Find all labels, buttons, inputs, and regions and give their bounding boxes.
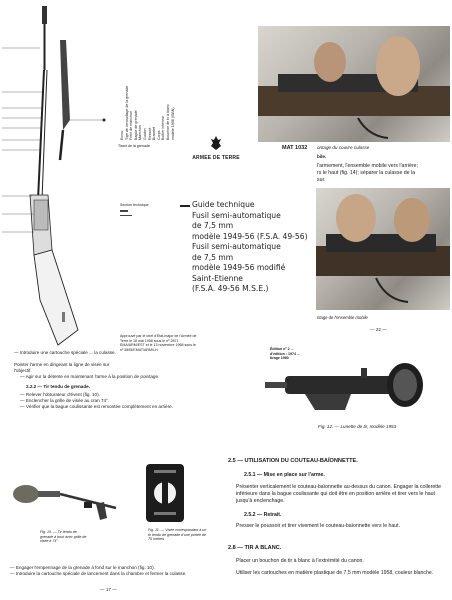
photo-couvre-culasse — [258, 26, 450, 142]
fig12-caption: Fig. 12. — Lunette de tir, modèle 1953 — [318, 424, 397, 429]
section-252-heading: 2.5.2 — Retrait. — [244, 512, 282, 518]
para-251: Présenter verticalement le couteau-baïon… — [236, 484, 442, 504]
mat-label: MAT 1032 — [282, 145, 308, 151]
armee-logo: ARMEE DE TERRE — [186, 136, 246, 161]
legend-line: modèle 1958 (ISBN) — [170, 107, 175, 140]
guide-line: (F.S.A. 49-56 M.S.E.) — [192, 284, 269, 293]
guide-bar — [180, 205, 190, 207]
para-252: Presser le poussoir et tirer vivement le… — [236, 523, 401, 529]
list-222: — Relever l'obturateur d'évent (fig. 10)… — [20, 392, 220, 410]
section-222: 2.2.2 — Tir tendu de grenade. — [26, 384, 90, 389]
guide-line: Fusil semi-automatique — [192, 242, 281, 251]
guide-line: de 7,5 mm — [192, 221, 234, 230]
text-line: rs le haut (fig. 14); séparer la culasse… — [317, 170, 416, 176]
guide-title-block: Guide technique Fusil semi-automatique d… — [192, 200, 342, 295]
guide-line: de 7,5 mm — [192, 252, 234, 262]
fig12-scope-drawing — [265, 363, 423, 410]
para-point: Pointer l'arme en dirigeant la ligne de … — [14, 362, 110, 373]
bottom-line: — Engager l'empennage de la grenade à fo… — [10, 565, 155, 570]
guide-line: Saint-Etienne — [192, 273, 243, 283]
fig10-caption: Fig. 10. — Tir tendu de grenade à bout a… — [40, 530, 87, 544]
photo-caption-2: ntage de l'ensemble mobile — [317, 315, 368, 320]
section-caption: Section technique — [120, 203, 149, 207]
para-28b: Utiliser les cartouches en matière plast… — [236, 570, 434, 576]
edition-note: Édition nº 2 ... d'édition : 1974 ... ti… — [270, 347, 301, 361]
vertical-legend: Ecrou Tige de verrouillage de la grenade… — [120, 20, 175, 140]
fig11-sight-drawing — [146, 464, 184, 522]
para-28a: Placer un bouchon de tir à blanc à l'ext… — [236, 558, 364, 564]
list-item: — Enclencher la grille de visée au cran … — [20, 398, 110, 403]
guide-line: modèle 1949-56 modifié — [192, 263, 286, 272]
fig10-grenade-drawing — [13, 485, 117, 520]
bottom-text: — Engager l'empennage de la grenade à fo… — [10, 565, 220, 577]
list-item: — Vérifier que la bague coulissante est … — [20, 404, 173, 409]
bottom-line: — Introduire la cartouche spéciale de la… — [10, 571, 187, 576]
approval-note: Approuvé par le chef d'Etat-major de l'A… — [120, 334, 197, 352]
left-page-number: — 17 — — [100, 587, 117, 592]
guide-line: Guide technique — [192, 200, 255, 209]
fig11-caption: Fig. 11. — Visée correspondant à un tir … — [148, 528, 207, 542]
para-press: — Agir sur la détente en maintenant l'ar… — [20, 374, 160, 379]
photo-ensemble-mobile — [316, 188, 450, 310]
section-28-heading: 2.8 — TIR A BLANC. — [228, 545, 282, 551]
section-marks — [120, 210, 132, 216]
right-text-block: l'armement, l'ensemble mobile vers l'arr… — [317, 163, 451, 184]
section-251-heading: 2.5.1 — Mise en place sur l'arme. — [244, 472, 325, 478]
text-line: l'armement, l'ensemble mobile vers l'arr… — [317, 163, 418, 169]
para-intro: — Introduire une cartouche spéciale ... … — [14, 350, 116, 355]
note-small: Tirant de la grenade — [118, 144, 151, 148]
caption-cont: bile. — [317, 154, 327, 159]
flame-grenade-icon — [211, 136, 221, 150]
rifle-exploded-drawing — [2, 6, 106, 346]
guide-line: Fusil semi-automatique — [192, 210, 281, 220]
guide-line: modèle 1949-56 (F.S.A. 49-56) — [192, 231, 308, 241]
logo-text: ARMEE DE TERRE — [192, 155, 240, 161]
photo-caption-1: ontage du couvre culasse — [317, 145, 370, 150]
right-page-number: — 22 — — [370, 327, 387, 332]
list-item: — Relever l'obturateur d'évent (fig. 10)… — [20, 392, 100, 397]
section-25-heading: 2.5 — UTILISATION DU COUTEAU-BAÏONNETTE. — [228, 458, 358, 464]
text-line: sur. — [317, 177, 326, 183]
